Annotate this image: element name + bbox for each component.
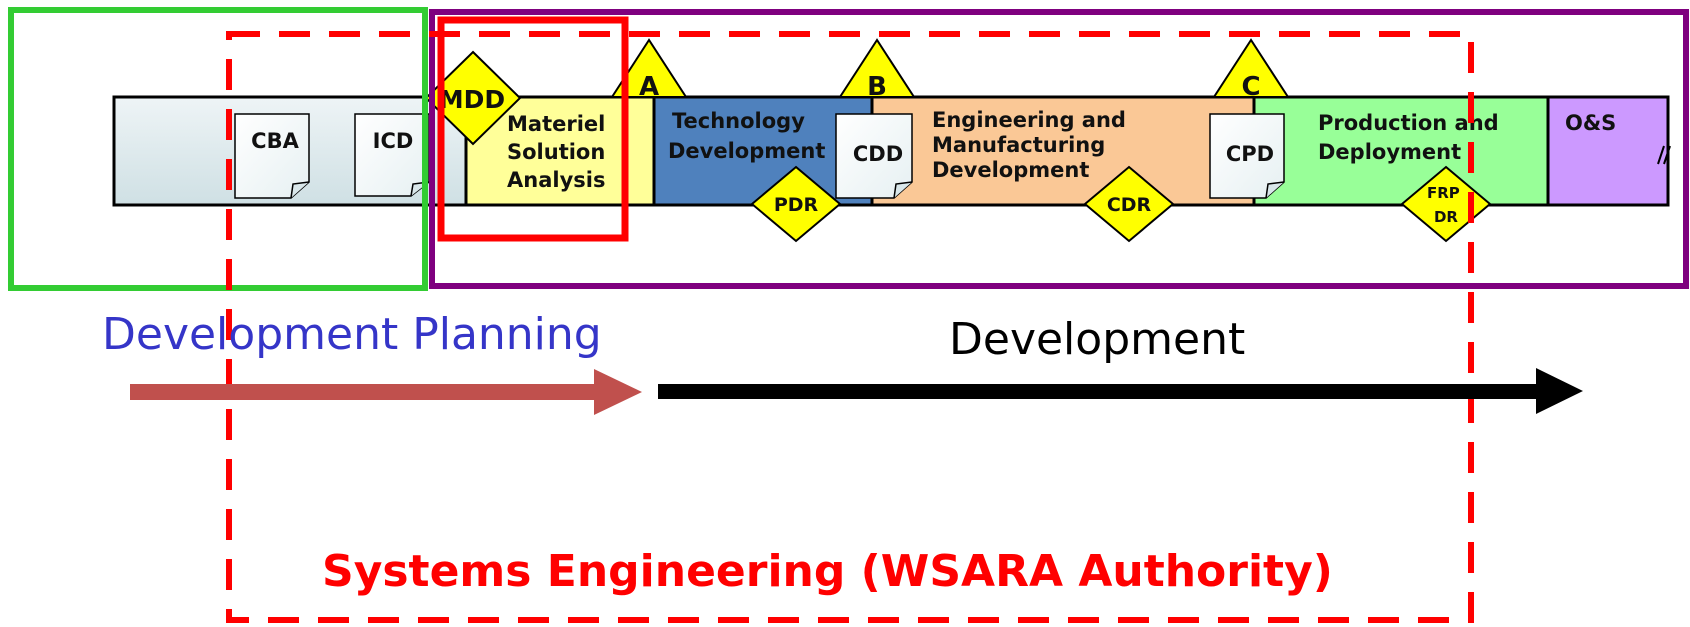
phase-label-line: Manufacturing bbox=[932, 133, 1105, 157]
phase-label-line: Development bbox=[668, 139, 825, 163]
review-label: FRP DR bbox=[1427, 184, 1465, 226]
page-curl-icon bbox=[1265, 181, 1285, 199]
development-planning-arrow-shaft bbox=[130, 384, 596, 400]
review-label: PDR bbox=[774, 194, 819, 216]
document-label: CPD bbox=[1226, 142, 1274, 166]
development-planning-arrow-head bbox=[594, 369, 642, 415]
phase-label-line: Materiel bbox=[507, 112, 605, 136]
development-planning-label: Development Planning bbox=[102, 309, 602, 360]
page-curl-icon bbox=[290, 181, 310, 199]
milestone-b-triangle bbox=[838, 38, 916, 98]
phase-label-technology-development: Technology Development bbox=[668, 109, 825, 163]
phase-label-materiel-solution-analysis: Materiel Solution Analysis bbox=[507, 112, 613, 192]
systems-engineering-label: Systems Engineering (WSARA Authority) bbox=[322, 546, 1333, 597]
review-diamond-pdr bbox=[750, 165, 842, 243]
document-cdd: CDD bbox=[835, 113, 913, 199]
development-box bbox=[429, 9, 1689, 289]
document-cpd: CPD bbox=[1209, 113, 1285, 199]
phase-label-engineering-manufacturing-development: Engineering and Manufacturing Developmen… bbox=[932, 108, 1133, 182]
milestone-a-triangle bbox=[610, 38, 688, 98]
phase-label-line: Analysis bbox=[507, 168, 605, 192]
phase-bar-production-deployment bbox=[1252, 95, 1550, 207]
milestone-a-label: A bbox=[639, 72, 659, 102]
mdd-label: MDD bbox=[439, 85, 505, 114]
phase-label-line: Deployment bbox=[1318, 140, 1461, 164]
phase-bar-operations-support bbox=[1546, 95, 1670, 207]
development-label: Development bbox=[949, 314, 1245, 365]
document-label: CDD bbox=[853, 142, 903, 166]
phase-label-line: Solution bbox=[507, 140, 605, 164]
phase-label-operations-support: O&S bbox=[1565, 111, 1616, 135]
review-label: CDR bbox=[1107, 194, 1152, 216]
milestone-c-triangle bbox=[1212, 38, 1290, 98]
document-icd: ICD bbox=[354, 113, 430, 197]
phase-label-line: Engineering and bbox=[932, 108, 1126, 132]
review-label-line: DR bbox=[1434, 208, 1458, 226]
break-mark-icon bbox=[1657, 145, 1671, 165]
milestone-b-label: B bbox=[867, 72, 887, 102]
development-arrow-head bbox=[1536, 368, 1583, 414]
review-diamond-cdr bbox=[1083, 165, 1175, 243]
phase-label-line: Technology bbox=[672, 109, 805, 133]
development-arrow-shaft bbox=[658, 384, 1538, 399]
development-planning-box bbox=[8, 7, 428, 291]
phase-label-line: Development bbox=[932, 158, 1089, 182]
systems-engineering-dashed-box bbox=[226, 31, 1474, 623]
phase-label-production-deployment: Production and Deployment bbox=[1318, 111, 1506, 164]
page-curl-icon bbox=[893, 181, 913, 199]
document-label: ICD bbox=[373, 129, 414, 153]
review-label-line: FRP bbox=[1427, 184, 1460, 202]
document-cba: CBA bbox=[234, 113, 310, 199]
milestone-c-label: C bbox=[1241, 72, 1260, 102]
document-label: CBA bbox=[251, 129, 299, 153]
materiel-solution-analysis-highlight-box bbox=[437, 16, 629, 242]
phase-label-line: O&S bbox=[1565, 111, 1616, 135]
